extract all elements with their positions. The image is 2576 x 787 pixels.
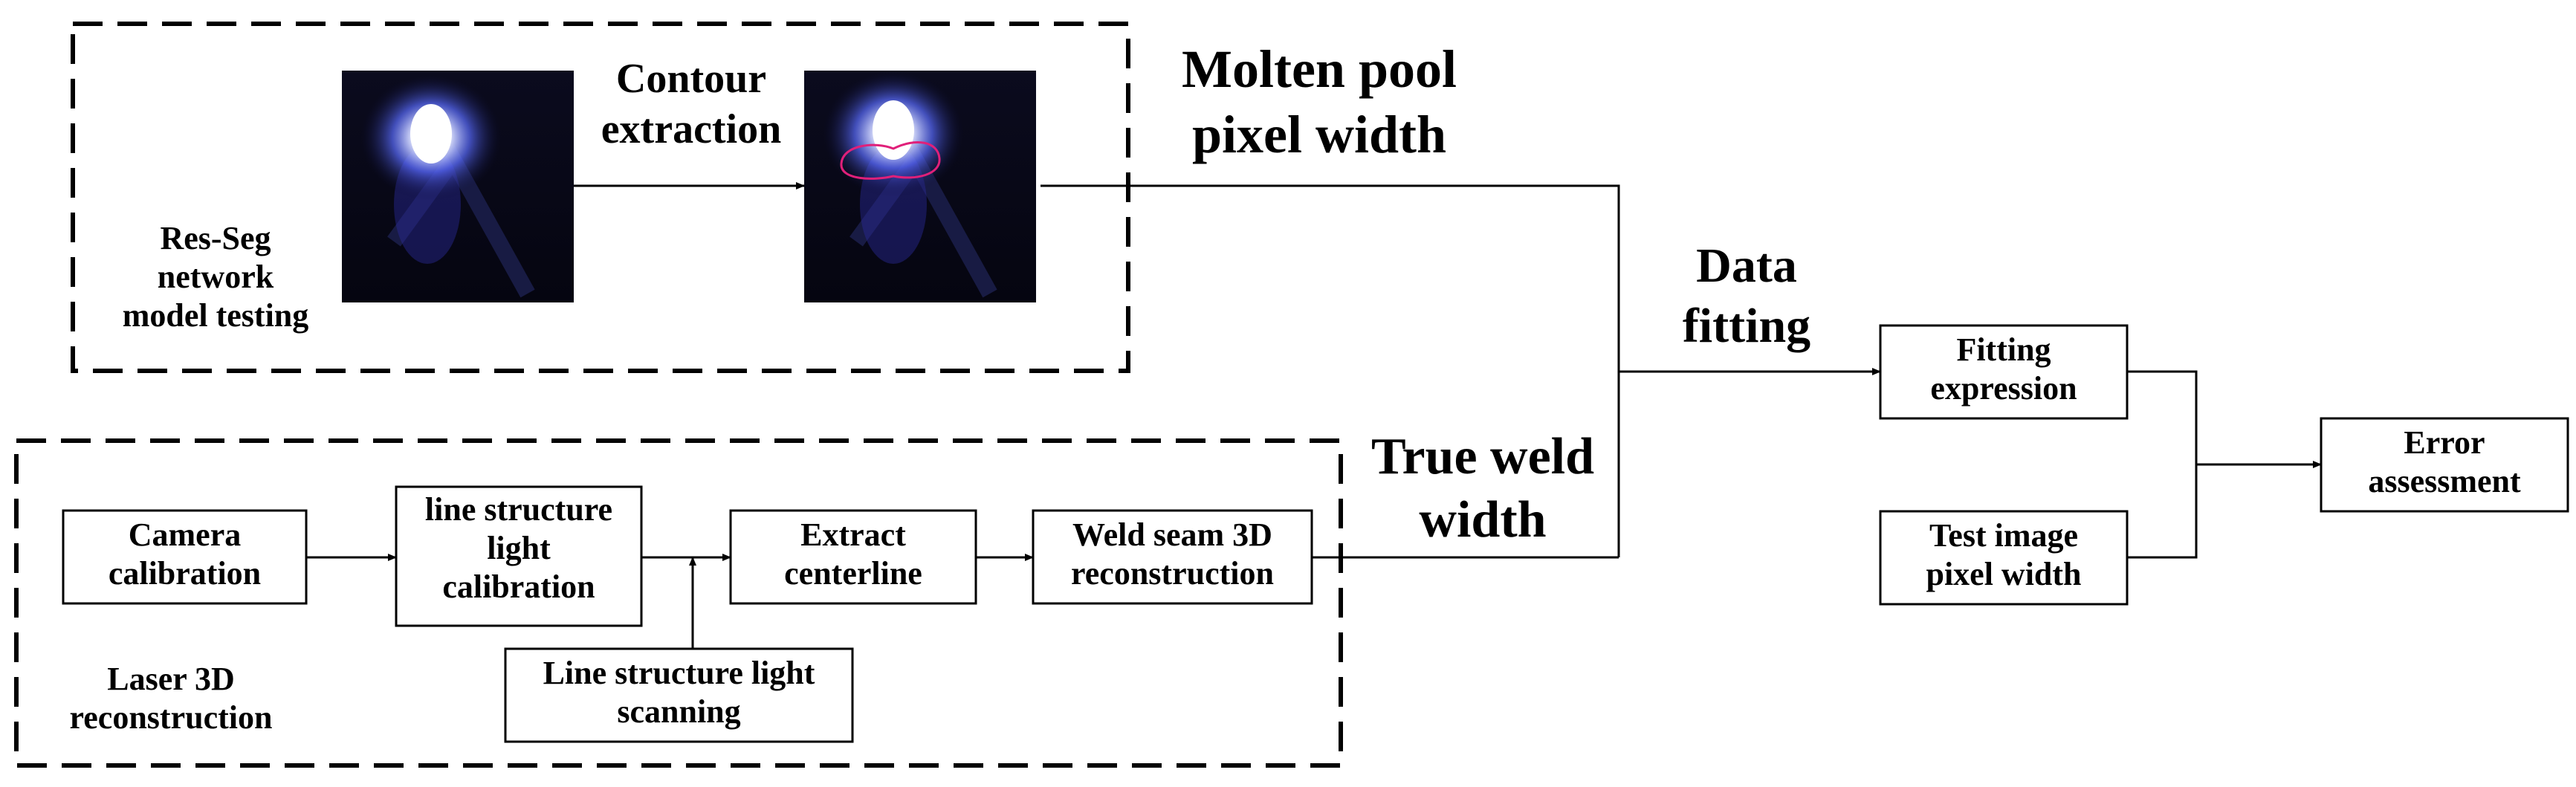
line-light-scanning-text: Line structure light scanning: [543, 655, 815, 730]
molten-pool-label: Molten pool pixel width: [1182, 39, 1457, 164]
bottom-dashed-frame: [14, 438, 1343, 768]
line-light-calibration-text: line structure light calibration: [424, 491, 613, 605]
contour-outline: [840, 140, 941, 180]
line-pixel-width-to-fitting: [1041, 184, 1620, 557]
camera-calibration-text: Camera calibration: [108, 516, 262, 592]
fitting-expression-box: [1879, 324, 2129, 420]
contour-extraction-label: Contour extraction: [601, 56, 782, 153]
fitting-expression-text: Fitting expression: [1930, 331, 2077, 407]
laser-reconstruction-label: Laser 3D reconstruction: [69, 661, 273, 736]
test-image-width-box: [1879, 510, 2129, 606]
true-weld-label: True weld width: [1370, 428, 1595, 549]
weld-pool-photo-original: [342, 71, 574, 302]
line-fitting-expression-out: [2127, 370, 2198, 559]
extract-centerline-text: Extract centerline: [784, 516, 922, 592]
weld-pool-photo-contour: [804, 71, 1036, 302]
line-light-scanning-box: [504, 647, 854, 743]
error-assessment-box: [2320, 417, 2569, 513]
test-image-width-text: Test image pixel width: [1926, 517, 2082, 592]
error-assessment-text: Error assessment: [2368, 424, 2521, 499]
res-seg-label: Res-Seg network model testing: [122, 220, 309, 334]
weld-seam-reconstruction-text: Weld seam 3D reconstruction: [1071, 516, 1274, 592]
line-light-calibration-box: [395, 485, 643, 627]
top-dashed-frame: [71, 22, 1130, 373]
data-fitting-label: Data fitting: [1682, 239, 1811, 353]
